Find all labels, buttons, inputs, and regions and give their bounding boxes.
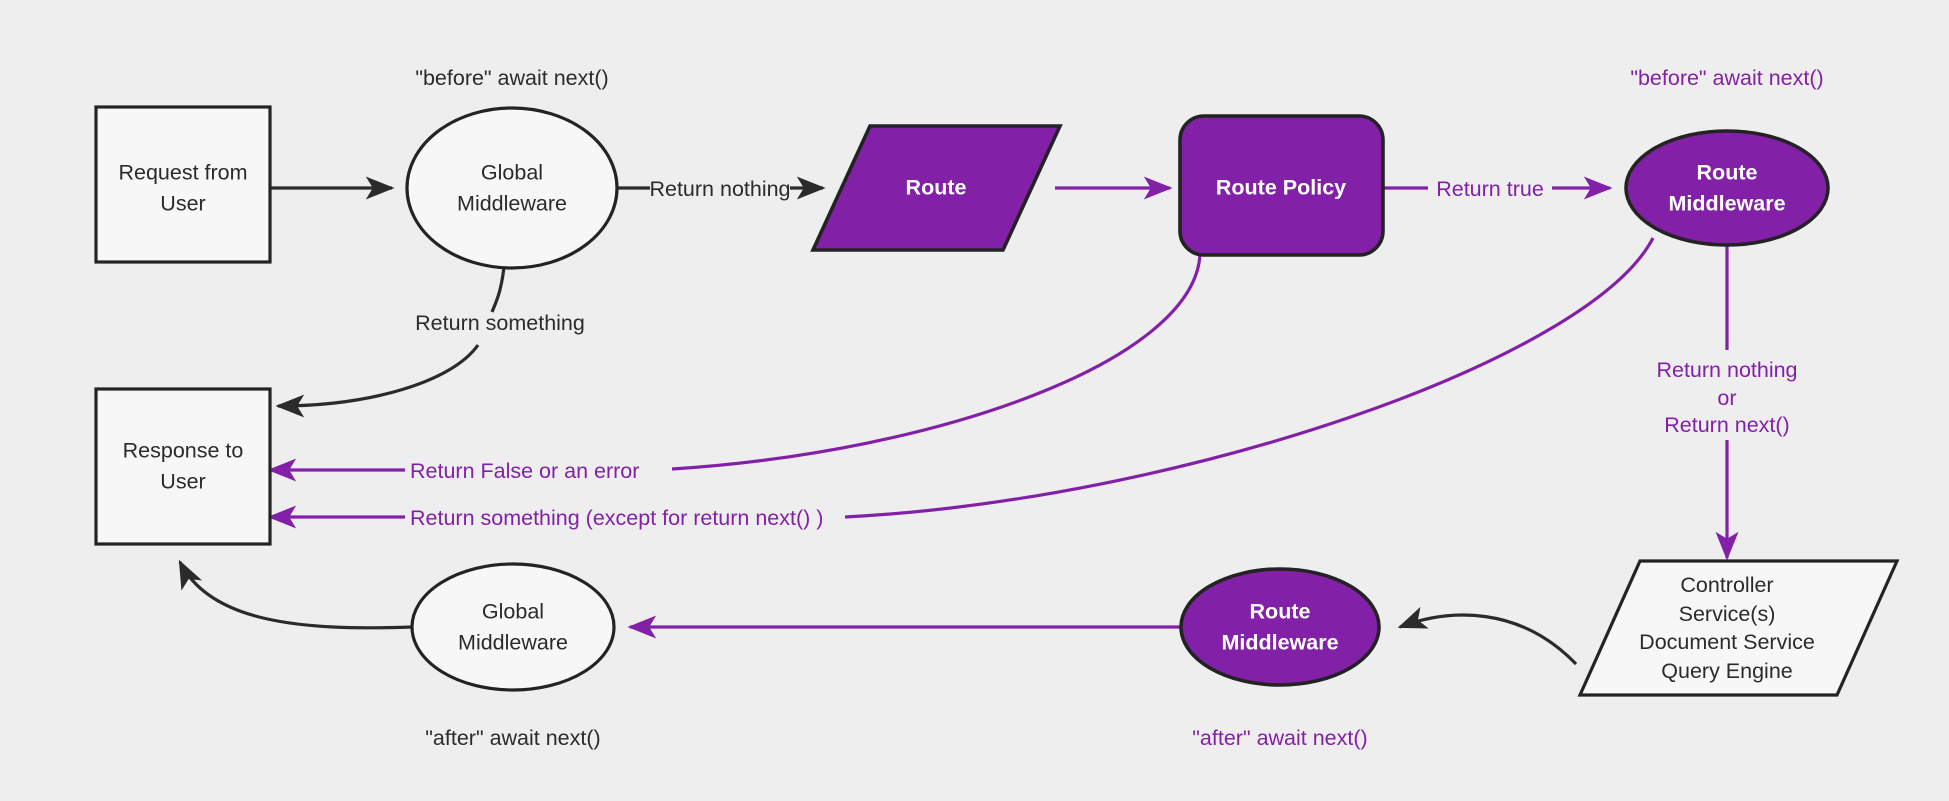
label-return-nothing-or-next: Return nothing or Return next() — [1656, 357, 1797, 440]
node-route-middleware-top[interactable] — [1624, 129, 1830, 247]
return-nothing-or-next-line3: Return next() — [1664, 413, 1790, 438]
label-before-await-next-left: "before" await next() — [415, 66, 609, 90]
node-controller-stack[interactable] — [1577, 559, 1900, 697]
return-nothing-or-next-line1: Return nothing — [1656, 358, 1798, 382]
label-return-false-or-error: Return False or an error — [410, 459, 640, 483]
return-nothing-or-next-line2: or — [1717, 385, 1737, 410]
edge-controller-to-route-middleware-bottom — [1397, 606, 1578, 666]
label-return-nothing: Return nothing — [649, 177, 791, 201]
label-after-await-next-left: "after" await next() — [425, 726, 601, 750]
label-return-something-top: Return something — [415, 311, 585, 335]
label-after-await-next-right: "after" await next() — [1192, 726, 1368, 750]
label-before-await-next-right: "before" await next() — [1630, 66, 1824, 90]
label-return-true: Return true — [1436, 177, 1544, 201]
node-route-middleware-bottom[interactable] — [1179, 567, 1381, 687]
node-route[interactable] — [810, 124, 1063, 252]
node-request-from-user[interactable] — [94, 105, 272, 264]
edge-route-policy-to-response-false — [267, 253, 1202, 482]
node-route-policy[interactable] — [1178, 114, 1385, 257]
edge-route-middleware-to-response-something — [267, 237, 1655, 529]
label-return-something-except: Return something (except for return next… — [410, 506, 824, 530]
node-global-middleware-bottom[interactable] — [410, 562, 616, 692]
node-global-middleware-top[interactable] — [405, 106, 619, 270]
edge-global-middleware-bottom-to-response — [178, 559, 413, 630]
node-response-to-user[interactable] — [94, 387, 272, 546]
